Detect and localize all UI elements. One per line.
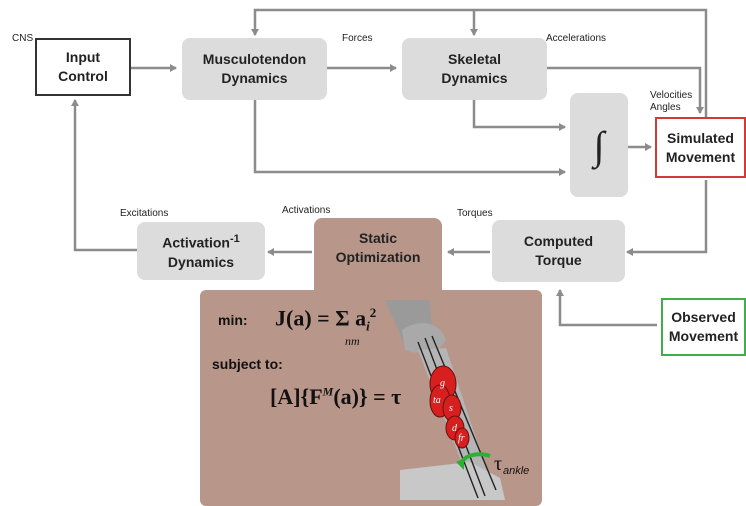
muscle-fr [454, 427, 470, 449]
subject-to-label: subject to: [212, 356, 283, 372]
knee-joint [402, 323, 446, 353]
tendon-line [431, 335, 497, 491]
arrow-observed-to-torque [556, 289, 657, 327]
tau-subscript: ankle [503, 465, 529, 477]
label-forces: Forces [342, 33, 373, 44]
static-optimization-title: Static Optimization [335, 230, 421, 265]
muscle-labels: g ta s d fr [433, 378, 465, 444]
arrow-top-loop-musculotendon [251, 8, 708, 155]
muscle-group [429, 365, 470, 449]
objective-sum-subscript: nm [345, 334, 360, 348]
label-activations: Activations [282, 205, 331, 216]
static-optimization-tab [314, 218, 442, 298]
tau-symbol: τ [494, 453, 502, 475]
arrow-excitations [71, 99, 137, 252]
arrow-accelerations [547, 66, 704, 114]
label-accelerations: Accelerations [546, 33, 607, 44]
observed-movement-box: Observed Movement [661, 298, 746, 356]
label-velocities: Velocities [650, 90, 693, 101]
muscle-label: d [452, 423, 458, 434]
activation-subtitle: Dynamics [167, 253, 235, 270]
muscle-label: fr [458, 433, 465, 444]
min-label: min: [218, 312, 248, 328]
arrow-skeletal-to-integrator [472, 100, 566, 131]
label-angles: Angles [650, 102, 681, 113]
label-excitations: Excitations [120, 208, 169, 219]
activation-title: Activation-1 [162, 233, 240, 251]
activation-dynamics-box: Activation-1 Dynamics [137, 222, 265, 280]
foot-bone [400, 462, 505, 500]
muscle-label: g [440, 378, 445, 389]
arrow-musculotendon-to-integrator [253, 100, 566, 176]
label-torques: Torques [457, 208, 493, 219]
objective-formula: J(a) = Σ ai2 [275, 305, 377, 334]
ankle-torque-arrowhead [456, 458, 464, 470]
muscle-label: ta [433, 395, 441, 406]
label-cns: CNS [12, 33, 34, 44]
computed-torque-box: Computed Torque [492, 220, 625, 282]
arrow-simulated-to-torque [626, 180, 708, 256]
skeletal-dynamics-box: Skeletal Dynamics [402, 38, 547, 100]
integrator-box: ∫ [570, 93, 628, 197]
musculotendon-dynamics-box: Musculotendon Dynamics [182, 38, 327, 100]
simulated-movement-box: Simulated Movement [655, 117, 746, 178]
muscle-label: s [449, 403, 453, 414]
constraint-formula: [A]{FM(a)} = τ [270, 384, 402, 409]
input-control-box: Input Control [35, 38, 131, 96]
